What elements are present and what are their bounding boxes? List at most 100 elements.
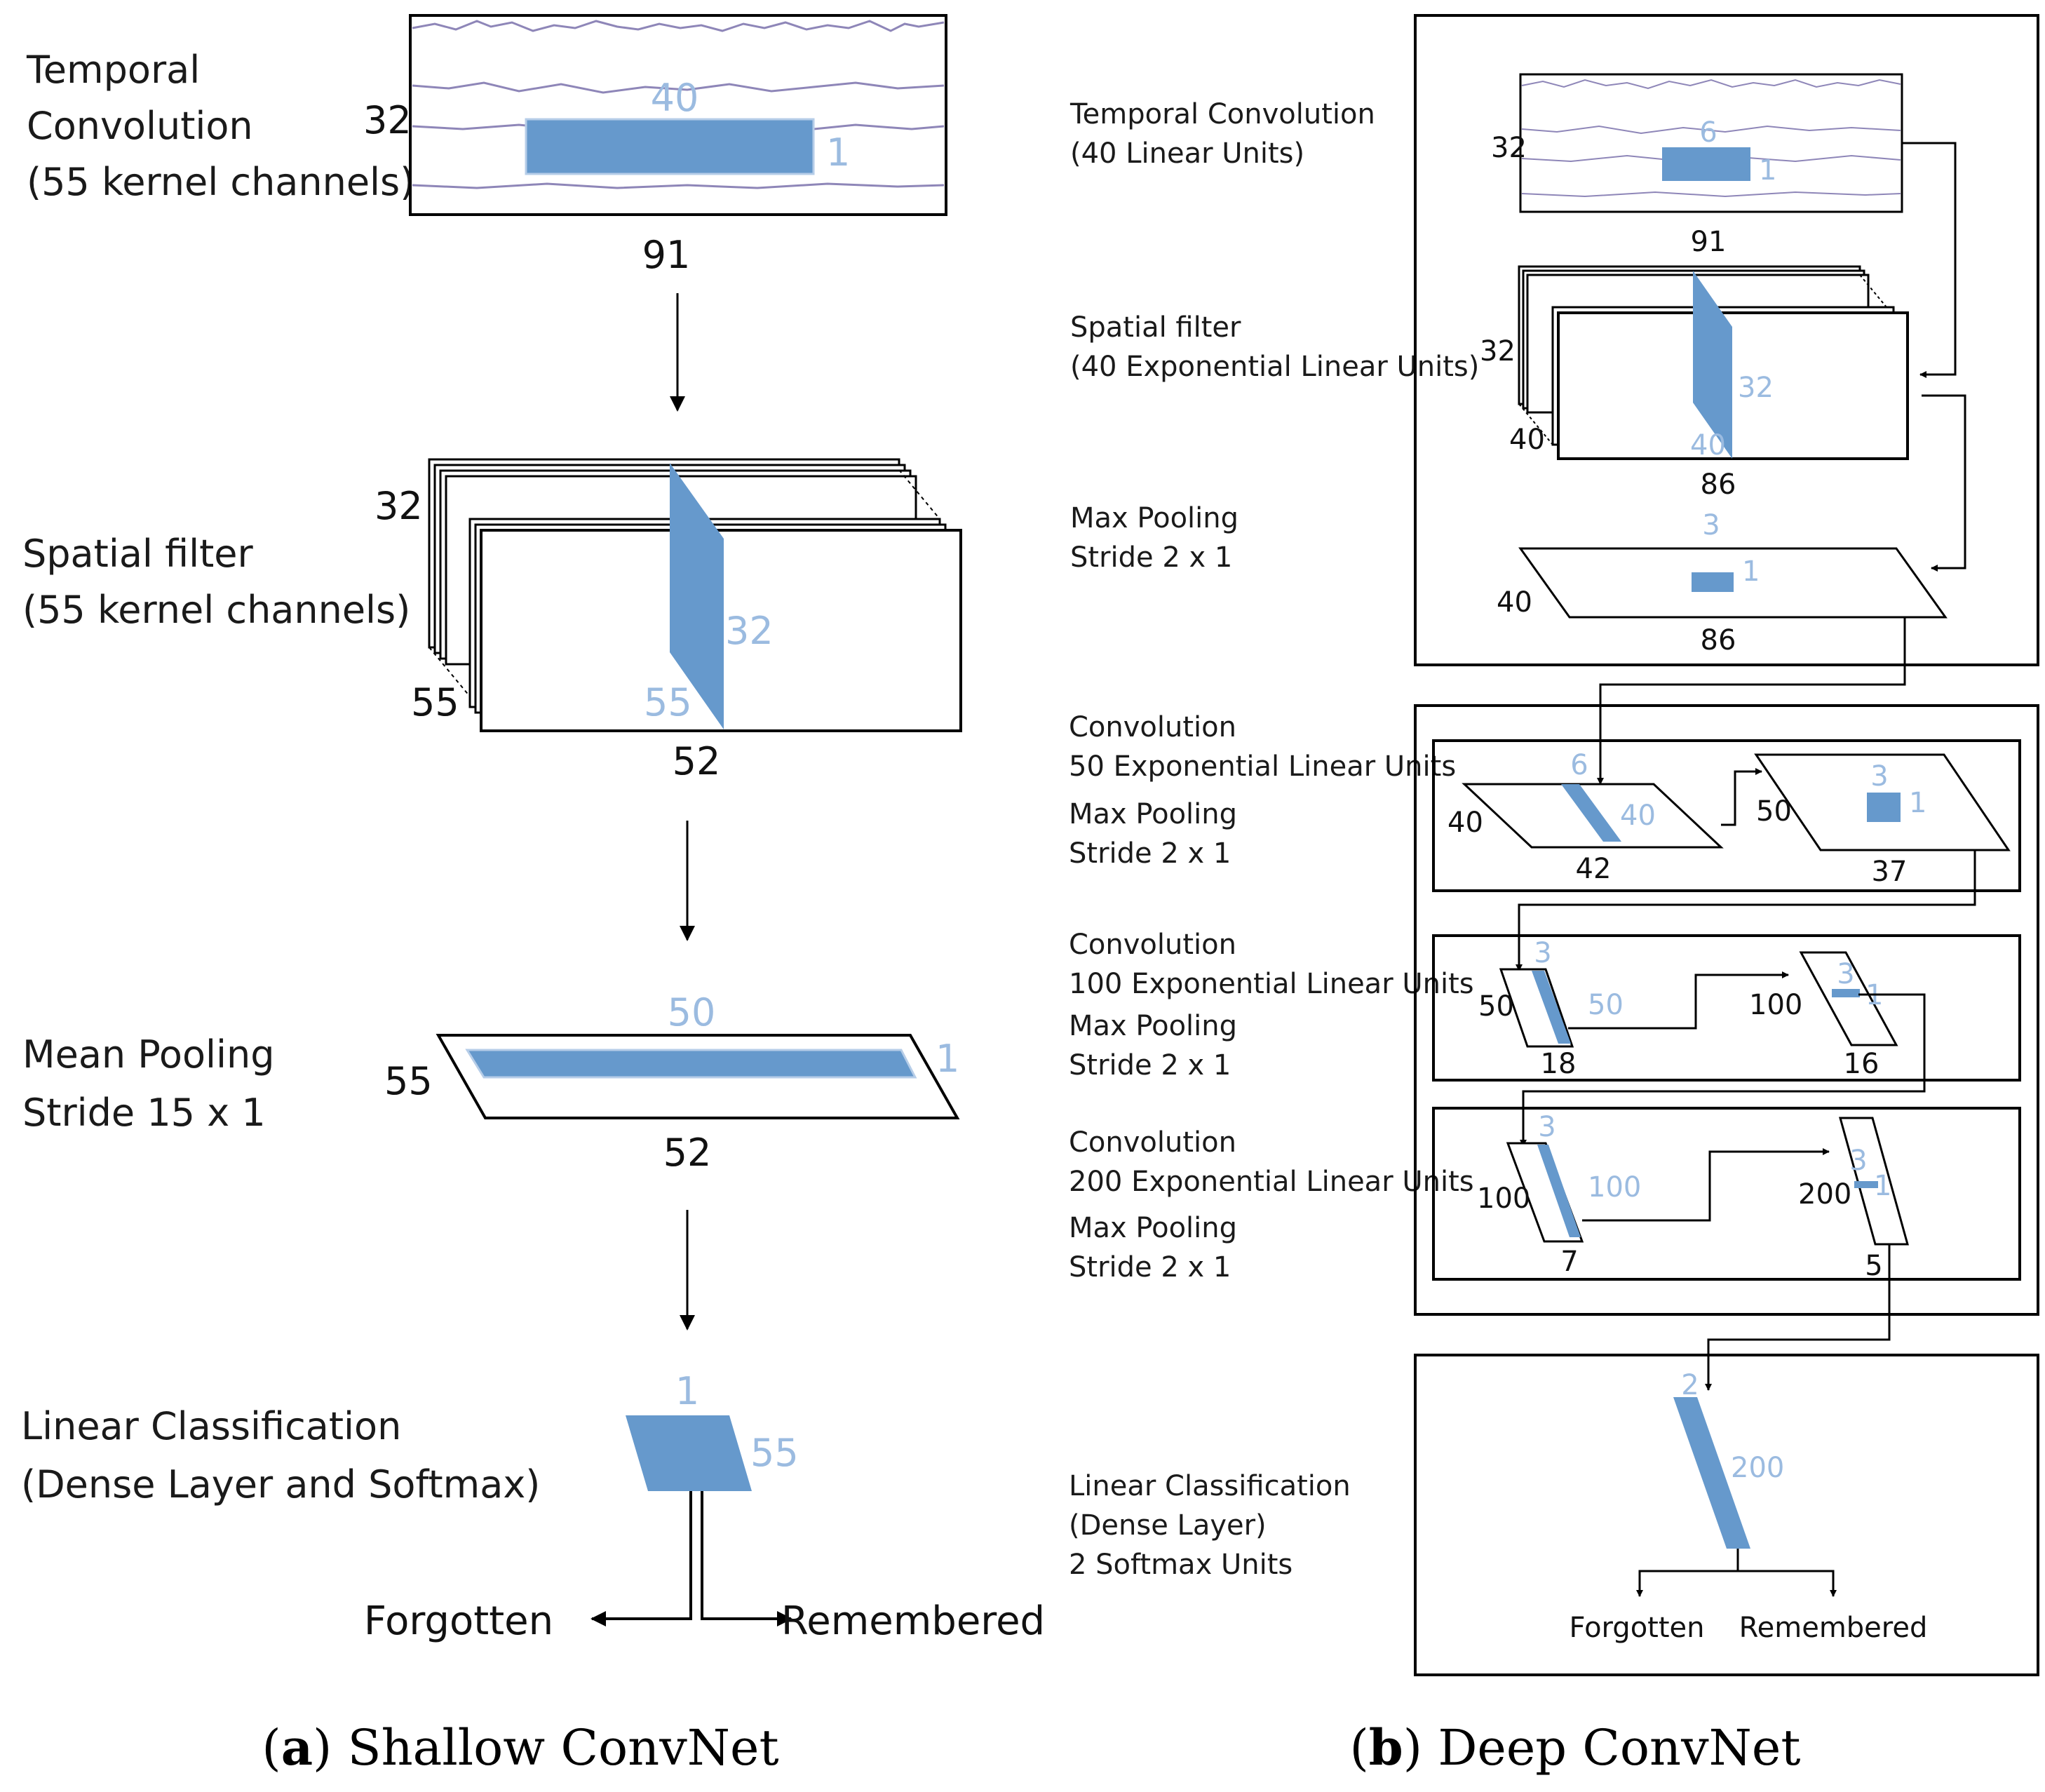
shallow-arrow-remembered bbox=[701, 1491, 792, 1626]
deep-block2-arrow bbox=[1568, 971, 1789, 1030]
shallow-cls-dense bbox=[626, 1415, 752, 1491]
deep-block2-label-line2: 100 Exponential Linear Units bbox=[1069, 968, 1474, 1000]
deep-block3-kernel-height: 3 bbox=[1538, 1111, 1555, 1143]
deep-block3-in-depth: 100 bbox=[1477, 1183, 1530, 1215]
deep-block1-label: Convolution 50 Exponential Linear Units … bbox=[1069, 711, 1465, 870]
shallow-output-forgotten: Forgotten bbox=[364, 1598, 553, 1644]
shallow-cls-label-line2: (Dense Layer and Softmax) bbox=[21, 1462, 540, 1507]
deep-block1-label-line1: Convolution bbox=[1069, 711, 1236, 743]
deep-temporal-kernel-width: 1 bbox=[1759, 154, 1776, 187]
deep-block3-label: Convolution 200 Exponential Linear Units… bbox=[1069, 1126, 1483, 1284]
deep-temporal-height: 32 bbox=[1491, 132, 1527, 164]
deep-block1-label-line2: 50 Exponential Linear Units bbox=[1069, 750, 1456, 783]
deep-block1-in-depth: 40 bbox=[1447, 807, 1483, 839]
deep-arrow-block1-to-block2 bbox=[1516, 850, 1976, 971]
deep-temporal-width: 91 bbox=[1691, 226, 1727, 258]
shallow-temporal-label-line2: Convolution bbox=[27, 104, 253, 148]
deep-pool1-label: Max Pooling Stride 2 x 1 bbox=[1070, 502, 1248, 574]
shallow-convnet-panel: Temporal Convolution (55 kernel channels… bbox=[21, 14, 1045, 1644]
deep-block2-pool-height: 3 bbox=[1837, 958, 1854, 990]
deep-block3-pool-kernel bbox=[1854, 1181, 1878, 1188]
deep-spatial-label-line1: Spatial filter bbox=[1070, 311, 1241, 344]
deep-temporal-label: Temporal Convolution (40 Linear Units) bbox=[1069, 98, 1384, 170]
deep-arrow-block3-to-cls bbox=[1705, 1244, 1891, 1391]
shallow-signal-trace-4 bbox=[412, 182, 945, 189]
shallow-pool-label: Mean Pooling Stride 15 x 1 bbox=[22, 1032, 287, 1135]
deep-block2-label-line4: Stride 2 x 1 bbox=[1069, 1049, 1231, 1082]
deep-spatial-label-line2: (40 Exponential Linear Units) bbox=[1070, 351, 1479, 383]
deep-block2-label-line1: Convolution bbox=[1069, 929, 1236, 961]
deep-block1-label-line4: Stride 2 x 1 bbox=[1069, 837, 1231, 870]
deep-block2-kernel-height: 3 bbox=[1534, 937, 1551, 969]
deep-block3-conv-kernel bbox=[1537, 1145, 1581, 1237]
deep-block2-in-width: 18 bbox=[1541, 1048, 1577, 1080]
caption-shallow-letter: a bbox=[281, 1718, 313, 1777]
deep-cls-label: Linear Classification (Dense Layer) 2 So… bbox=[1069, 1470, 1359, 1581]
shallow-arrow-forgotten bbox=[590, 1491, 692, 1626]
deep-block1-pool-width: 1 bbox=[1909, 787, 1926, 819]
deep-block3-pool-height: 3 bbox=[1849, 1145, 1867, 1177]
shallow-spatial-width: 52 bbox=[673, 739, 721, 783]
deep-frame-classification bbox=[1414, 1354, 2039, 1676]
deep-feature-map-front bbox=[1557, 311, 1909, 460]
deep-block1-conv-kernel bbox=[1561, 784, 1621, 842]
deep-block3-kernel-depth: 100 bbox=[1588, 1171, 1641, 1204]
shallow-signal-frame bbox=[409, 14, 947, 216]
shallow-cls-block: 1 55 Forgotten Remembered bbox=[364, 1369, 1045, 1644]
deep-output-remembered: Remembered bbox=[1739, 1612, 1928, 1644]
deep-pool1-depth: 40 bbox=[1497, 586, 1532, 619]
shallow-spatial-label: Spatial filter (55 kernel channels) bbox=[22, 532, 410, 632]
deep-block1-frame bbox=[1432, 739, 2021, 892]
shallow-cls-side: 55 bbox=[750, 1431, 799, 1475]
shallow-cls-label: Linear Classification (Dense Layer and S… bbox=[21, 1404, 540, 1507]
deep-block2-label: Convolution 100 Exponential Linear Units… bbox=[1069, 929, 1483, 1082]
deep-block2-pool-kernel bbox=[1832, 989, 1860, 997]
deep-pool1-label-line2: Stride 2 x 1 bbox=[1070, 541, 1232, 574]
deep-block1-label-line3: Max Pooling bbox=[1069, 798, 1237, 830]
deep-block3-label-line3: Max Pooling bbox=[1069, 1212, 1237, 1244]
shallow-spatial-height: 32 bbox=[374, 484, 423, 528]
deep-spatial-depth: 40 bbox=[1509, 424, 1545, 456]
deep-block3-in-width: 7 bbox=[1560, 1246, 1578, 1278]
deep-temporal-block: 32 91 6 1 bbox=[1491, 73, 1903, 258]
deep-block3-arrow bbox=[1582, 1148, 1830, 1222]
shallow-pool-width: 52 bbox=[663, 1131, 712, 1175]
shallow-spatial-depth: 55 bbox=[411, 680, 459, 725]
caption-deep-letter: b bbox=[1369, 1718, 1403, 1777]
deep-cls-branch bbox=[1638, 1570, 1835, 1592]
deep-cls-side: 200 bbox=[1731, 1452, 1784, 1484]
deep-spatial-kernel bbox=[1693, 271, 1732, 459]
deep-block2: 50 18 3 50 100 16 3 1 bbox=[1432, 934, 2021, 1082]
deep-pool1-kernel bbox=[1692, 572, 1734, 592]
deep-pool1-block: 40 86 3 1 bbox=[1497, 509, 1948, 656]
deep-temporal-label-line1: Temporal Convolution bbox=[1069, 98, 1375, 130]
deep-block3-out-width: 5 bbox=[1865, 1250, 1882, 1282]
deep-spatial-width: 86 bbox=[1701, 469, 1736, 501]
deep-spatial-block: 32 40 86 32 40 bbox=[1480, 265, 1909, 501]
deep-cls-label-line2: (Dense Layer) bbox=[1069, 1509, 1267, 1542]
deep-spatial-kernel-depth: 40 bbox=[1690, 429, 1726, 462]
shallow-pool-depth: 55 bbox=[384, 1059, 433, 1103]
deep-arrow-temporal-to-spatial bbox=[1902, 142, 1957, 378]
deep-block3-label-line1: Convolution bbox=[1069, 1126, 1236, 1159]
shallow-temporal-kernel-height: 40 bbox=[651, 76, 699, 120]
shallow-pool-kernel-height: 50 bbox=[668, 990, 716, 1035]
deep-block1-pool-kernel bbox=[1867, 793, 1901, 822]
deep-block2-kernel-depth: 50 bbox=[1588, 989, 1624, 1021]
deep-cls-top: 2 bbox=[1681, 1369, 1699, 1401]
shallow-spatial-kernel-height: 32 bbox=[725, 609, 774, 653]
shallow-temporal-label-line1: Temporal bbox=[26, 48, 200, 92]
deep-block1-in-width: 42 bbox=[1576, 853, 1612, 885]
shallow-pool-label-line2: Stride 15 x 1 bbox=[22, 1091, 266, 1135]
deep-block2-conv-kernel bbox=[1532, 971, 1571, 1044]
shallow-signal-trace-1 bbox=[412, 20, 945, 32]
deep-temporal-kernel bbox=[1662, 147, 1750, 181]
deep-pool1-label-line1: Max Pooling bbox=[1070, 502, 1239, 534]
shallow-temporal-kernel bbox=[525, 118, 815, 175]
caption-shallow: (a) Shallow ConvNet bbox=[262, 1718, 778, 1777]
shallow-spatial-label-line1: Spatial filter bbox=[22, 532, 253, 576]
deep-block1-out-depth: 50 bbox=[1756, 795, 1792, 828]
shallow-cls-label-line1: Linear Classification bbox=[21, 1404, 401, 1448]
shallow-spatial-label-line2: (55 kernel channels) bbox=[22, 588, 410, 632]
shallow-output-remembered: Remembered bbox=[781, 1598, 1045, 1644]
